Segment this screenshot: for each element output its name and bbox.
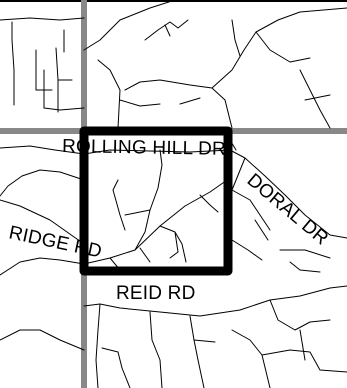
road: [189, 315, 216, 388]
road: [199, 194, 219, 213]
ridge-rd-label: RIDGE RD: [7, 222, 104, 262]
road: [119, 97, 201, 107]
road: [159, 225, 187, 263]
road: [0, 17, 85, 21]
road: [231, 239, 263, 261]
road: [229, 149, 347, 239]
road: [83, 285, 347, 317]
reid-rd-label: REID RD: [116, 283, 196, 304]
road: [83, 0, 176, 51]
road: [231, 329, 347, 388]
road: [0, 329, 85, 351]
road: [211, 87, 233, 129]
road: [43, 107, 85, 111]
road: [11, 21, 15, 106]
road: [112, 179, 151, 231]
road: [269, 299, 331, 361]
road: [231, 189, 271, 231]
road: [255, 31, 311, 63]
road: [299, 69, 331, 129]
road: [124, 7, 347, 91]
road: [144, 19, 189, 41]
selection-box[interactable]: [79, 126, 233, 276]
road: [149, 311, 163, 388]
rolling-hill-dr-label: ROLLING HILL DR: [62, 136, 226, 160]
road: [134, 149, 163, 251]
road: [231, 19, 241, 57]
road: [254, 219, 331, 273]
road: [97, 59, 121, 129]
road: [95, 303, 131, 388]
road: [0, 199, 85, 245]
road: [0, 145, 231, 155]
road: [0, 169, 85, 197]
road: [0, 257, 85, 276]
road: [35, 29, 73, 113]
